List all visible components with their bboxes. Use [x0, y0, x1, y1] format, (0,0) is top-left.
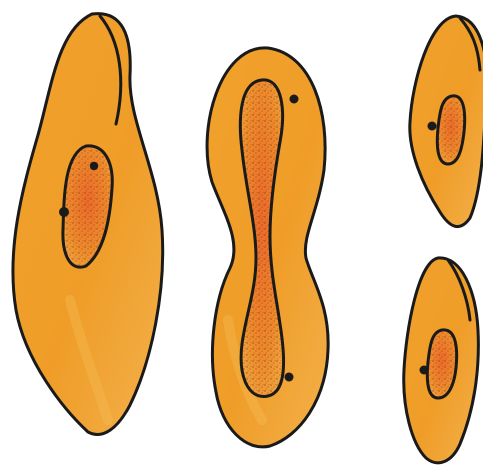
cell-middle-centriole-bottom	[285, 373, 294, 382]
cell-bottom-right-centriole	[420, 366, 429, 375]
cell-top-right	[410, 16, 483, 227]
cell-left-centriole-1	[90, 162, 98, 170]
cell-bottom-right	[404, 258, 479, 463]
cell-middle	[207, 48, 328, 447]
cell-top-right-centriole	[428, 122, 437, 131]
cell-left	[13, 14, 163, 435]
cell-middle-centriole-top	[290, 95, 299, 104]
cell-left-centriole-2	[59, 207, 69, 217]
